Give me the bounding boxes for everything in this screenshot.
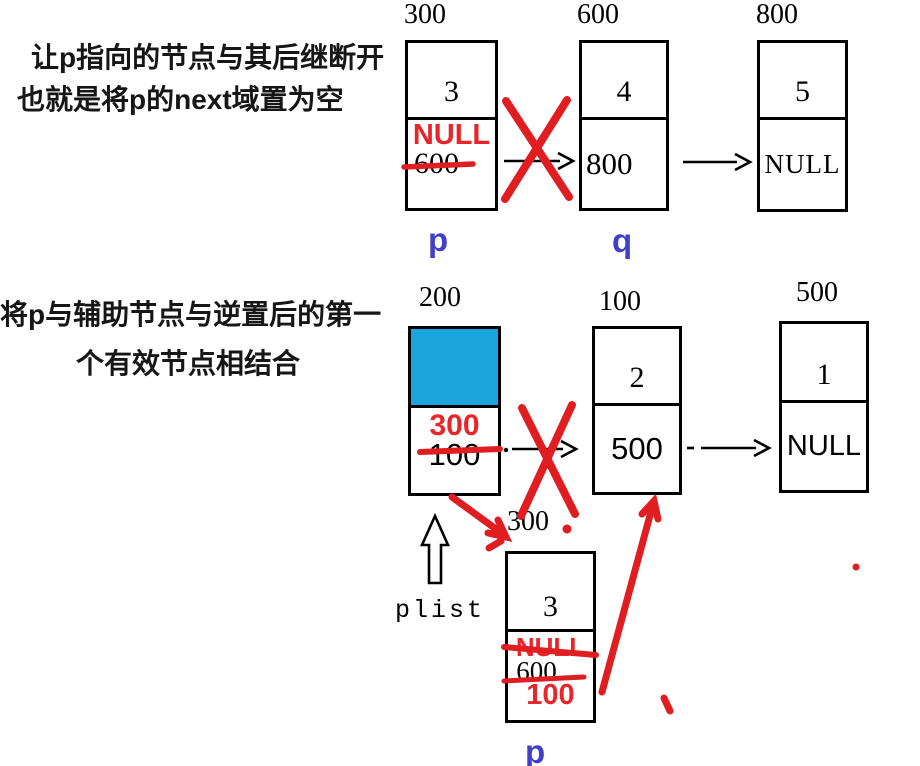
node-box-bottom-300: 3 NULL 600 100 [505, 551, 596, 723]
black-arrow-600-to-800 [683, 152, 753, 172]
next-null-text-500: NULL [786, 430, 862, 462]
black-arrow-200-to-100 [503, 439, 579, 459]
node-box-500: 1 NULL [779, 321, 869, 493]
address-label-200: 200 [419, 282, 461, 313]
next-new-null-text: NULL [412, 119, 491, 151]
next-old-600-text: 600 [414, 147, 459, 180]
red-arrow-200-to-300 [448, 493, 513, 552]
plist-up-arrow-icon [419, 512, 451, 585]
value-cell-top-600: 4 [582, 43, 666, 120]
next-800-text: 800 [586, 146, 633, 181]
pointer-cell-100: 500 [595, 406, 679, 492]
pointer-label-p-bottom: p [525, 733, 546, 766]
pointer-label-p-top: p [428, 221, 449, 258]
next-500-text: 500 [611, 431, 663, 466]
address-label-500: 500 [796, 277, 838, 308]
pointer-cell-top-800: NULL [760, 120, 845, 209]
node-box-top-800: 5 NULL [757, 40, 848, 212]
pointer-label-q-top: q [612, 222, 633, 259]
next-new-100-text: 100 [526, 679, 575, 711]
pointer-cell-top-600: 800 [582, 120, 666, 208]
black-arrow-300-to-600 [504, 151, 576, 171]
value-cell-top-300: 3 [408, 43, 495, 120]
caption-top-line1: 让p指向的节点与其后继断开 [31, 42, 385, 73]
red-x-bottom [517, 401, 579, 520]
plist-label: plist [395, 596, 486, 625]
node-box-top-600: 4 800 [579, 40, 669, 211]
red-arrow-300-to-100 [598, 493, 674, 715]
pointer-cell-200: 300 100 [411, 408, 498, 493]
node-box-200: 300 100 [408, 326, 501, 496]
next-new-300-text: 300 [429, 409, 480, 442]
caption-top-line2: 也就是将p的next域置为空 [17, 84, 344, 115]
next-null-text-800: NULL [764, 149, 841, 179]
red-x-top [501, 96, 573, 203]
address-label-top-800: 800 [756, 0, 798, 30]
node-box-top-300: 3 NULL 600 [405, 40, 498, 211]
next-old-100-text: 100 [428, 437, 481, 472]
pointer-cell-500: NULL [782, 403, 866, 490]
address-label-bottom-300: 300 [507, 506, 549, 537]
pointer-cell-bottom-300: NULL 600 100 [508, 632, 593, 720]
value-cell-200-highlighted [411, 329, 498, 408]
caption-bottom-line1: 将p与辅助节点与逆置后的第一 [0, 299, 382, 330]
black-arrow-100-to-500 [687, 438, 772, 458]
value-cell-100: 2 [595, 329, 679, 406]
red-dots [562, 524, 860, 571]
value-cell-bottom-300: 3 [508, 554, 593, 632]
caption-bottom-line2: 个有效节点相结合 [76, 348, 301, 379]
pointer-cell-top-300: NULL 600 [408, 120, 495, 208]
address-label-top-600: 600 [577, 0, 619, 30]
value-cell-500: 1 [782, 324, 866, 403]
address-label-100: 100 [599, 286, 641, 317]
value-cell-top-800: 5 [760, 43, 845, 120]
node-box-100: 2 500 [592, 326, 682, 495]
address-label-top-300: 300 [404, 0, 446, 30]
